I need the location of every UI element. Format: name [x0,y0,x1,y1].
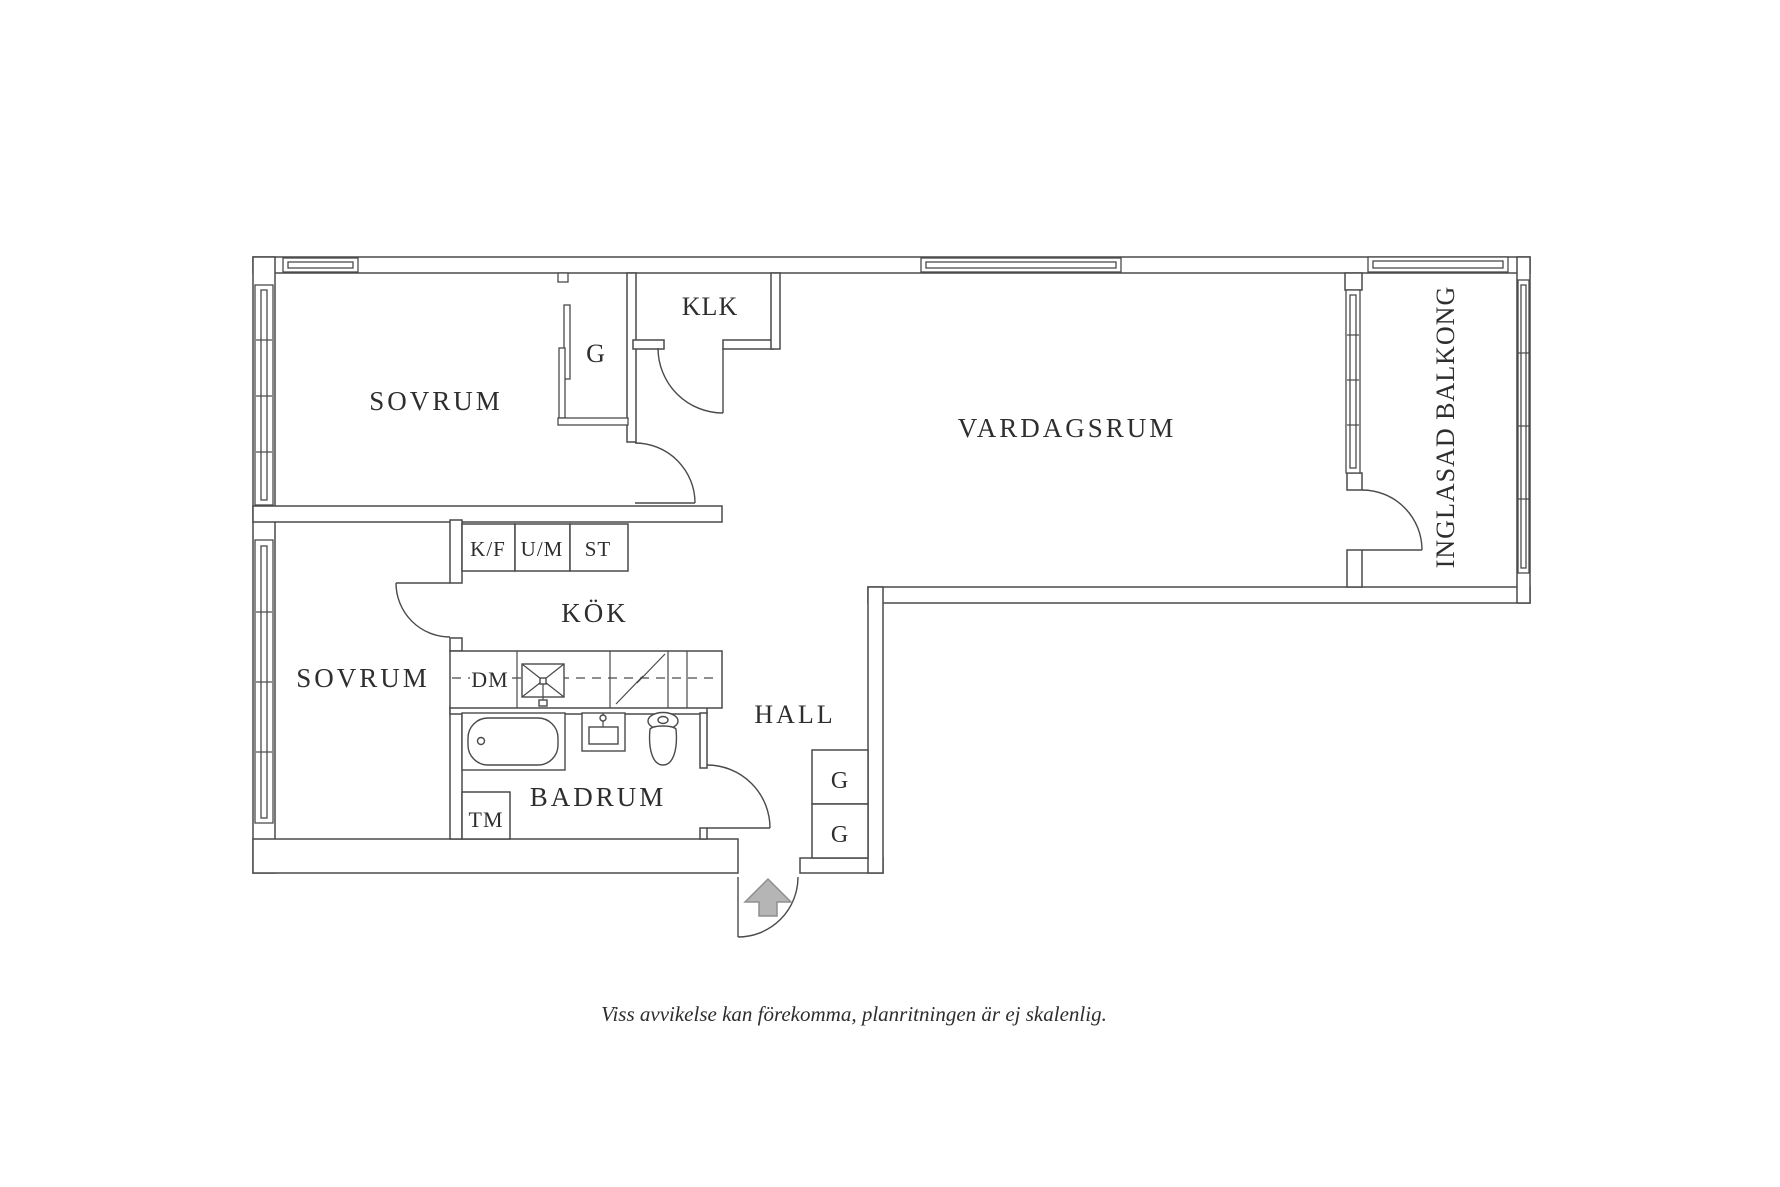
bathtub-icon [461,712,566,771]
room-label-closet-klk: KLK [682,292,738,321]
windows [254,256,1530,824]
appliance-label-washing-machine: TM [469,807,504,832]
entry-arrow-icon [743,877,793,917]
kitchen-sink-icon [521,663,565,707]
toilet-icon [647,711,679,766]
door-balcony-icon [1361,489,1423,551]
room-label-hall: HALL [754,700,835,729]
interior-walls [252,272,1363,840]
window-living-room-icon [920,257,1122,273]
room-label-living-room: VARDAGSRUM [958,413,1177,443]
room-label-bedroom-bottom: SOVRUM [296,663,430,693]
kitchen-counter [449,650,723,709]
room-label-balcony: INGLASAD BALKONG [1431,286,1460,569]
hall-wardrobe-boxes [811,749,869,859]
door-bathroom-icon [706,764,771,829]
window-bedroom-top-icon [282,257,359,273]
exterior-walls [252,256,1531,874]
stove-symbol-icon [615,653,666,705]
appliance-label-dishwasher: DM [471,667,508,692]
disclaimer-caption: Viss avvikelse kan förekomma, planritnin… [601,1002,1107,1026]
appliance-label-oven-microwave: U/M [521,537,564,561]
window-bedroom-bottom-left-icon [254,539,274,824]
appliance-label-pantry: ST [585,537,612,561]
room-label-kitchen: KÖK [561,598,629,628]
window-balcony-top-icon [1367,256,1509,273]
door-entry-icon [737,876,799,938]
window-bedroom-top-left-icon [254,284,274,506]
door-bedroom-bottom-icon [395,582,451,638]
window-balcony-right-icon [1517,279,1530,574]
room-label-bedroom-top: SOVRUM [369,386,503,416]
door-bedroom-top-icon [634,442,696,504]
washbasin-icon [581,712,626,752]
washing-machine-box [461,791,511,840]
kitchen-appliance-boxes [461,523,629,572]
hall-wardrobe-label-a: G [831,768,849,794]
appliance-label-fridge-freezer: K/F [470,537,506,561]
doors [395,347,1423,938]
hall-wardrobe-label-b: G [831,822,849,848]
door-closet-klk-icon [657,347,724,414]
window-balcony-partition-icon [1345,289,1361,474]
room-label-wardrobe-g: G [586,339,606,368]
room-label-bathroom: BADRUM [530,782,667,812]
